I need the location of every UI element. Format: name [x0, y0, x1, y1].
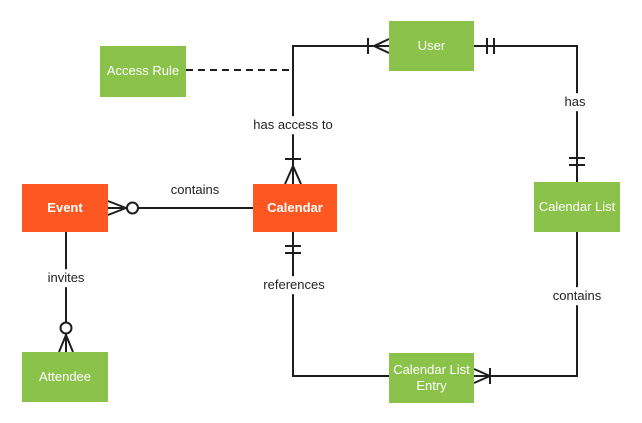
- entity-event[interactable]: Event: [22, 184, 108, 232]
- entity-label: Calendar List: [538, 198, 616, 214]
- cardinality-exactly-one-icon: [285, 245, 301, 254]
- entity-calendar-list-entry[interactable]: Calendar List Entry: [389, 353, 474, 403]
- relationship-label-has: has: [560, 93, 590, 111]
- cardinality-exactly-one-icon: [486, 38, 495, 54]
- entity-calendar[interactable]: Calendar: [253, 184, 337, 232]
- entity-label: Access Rule: [106, 63, 180, 79]
- entity-label: Event: [47, 199, 83, 215]
- edge-calendar-user: [292, 45, 389, 184]
- crows-foot-many-icon: [107, 200, 127, 216]
- cardinality-zero-icon: [126, 201, 139, 215]
- entity-calendar-list[interactable]: Calendar List: [534, 182, 620, 232]
- crows-foot-many-icon: [58, 334, 74, 353]
- relationship-label-invites: invites: [43, 269, 89, 287]
- entity-label: Calendar List Entry: [393, 361, 470, 393]
- crows-foot-many-icon: [373, 38, 390, 54]
- edge-calendar-list-entry: [474, 232, 578, 377]
- crows-foot-many-icon: [473, 368, 491, 384]
- cardinality-exactly-one-icon: [569, 157, 585, 166]
- entity-access-rule[interactable]: Access Rule: [100, 46, 186, 97]
- entity-user[interactable]: User: [389, 21, 474, 71]
- relationship-label-has-access-to: has access to: [249, 116, 337, 134]
- relationship-label-references: references: [259, 276, 329, 294]
- relationship-label-contains-calendar-list: contains: [548, 287, 606, 305]
- crows-foot-many-icon: [284, 165, 302, 185]
- relationship-label-contains-event-calendar: contains: [166, 181, 224, 199]
- cardinality-zero-icon: [59, 321, 73, 335]
- edge-calendar-references-entry: [292, 232, 389, 377]
- entity-label: Attendee: [38, 368, 92, 384]
- entity-attendee[interactable]: Attendee: [22, 352, 108, 402]
- edge-user-calendar-list: [474, 45, 578, 182]
- entity-label: User: [417, 37, 446, 53]
- entity-label: Calendar: [267, 199, 323, 215]
